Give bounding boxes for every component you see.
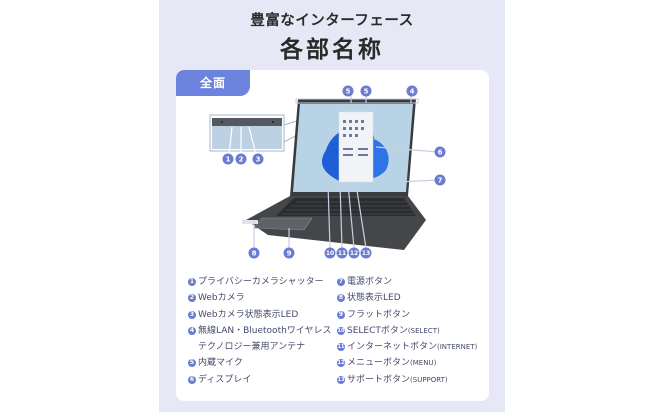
number-badge-icon: 12 [337,359,345,368]
legend-item-continuation: テクノロジー兼用アンテナ [198,342,306,353]
svg-text:5: 5 [346,88,351,96]
callout-5a: 5 [342,85,354,97]
svg-text:13: 13 [362,250,370,257]
number-badge-icon: 4 [188,326,196,335]
callout-5b: 5 [360,85,372,97]
svg-text:7: 7 [438,177,443,185]
callout-4: 4 [406,85,418,97]
number-badge-icon: 10 [337,326,345,335]
number-badge-icon: 8 [337,294,345,303]
callout-3: 3 [252,153,264,165]
number-badge-icon: 6 [188,375,196,384]
laptop-illustration: 1 2 3 5 5 4 6 7 8 9 10 11 12 13 [209,85,446,259]
callout-8: 8 [248,247,260,259]
number-badge-icon: 11 [337,343,345,352]
number-badge-icon: 2 [188,294,196,303]
page-subtitle: 豊富なインターフェース [250,13,414,29]
callout-7: 7 [434,174,446,186]
svg-text:9: 9 [287,250,292,258]
number-badge-icon: 9 [337,310,345,319]
svg-text:2: 2 [239,156,244,164]
number-badge-icon: 1 [188,278,196,286]
svg-text:11: 11 [338,250,346,257]
number-badge-icon: 5 [188,359,196,368]
svg-text:10: 10 [326,250,334,257]
svg-text:8: 8 [252,250,257,258]
number-badge-icon: 13 [337,375,345,384]
svg-text:4: 4 [410,88,415,96]
svg-text:5: 5 [364,88,369,96]
callout-1: 1 [222,153,234,165]
svg-text:1: 1 [226,156,231,164]
callout-6: 6 [434,146,446,158]
svg-text:12: 12 [350,250,358,257]
svg-text:3: 3 [256,156,261,164]
callout-9: 9 [283,247,295,259]
svg-text:6: 6 [438,149,443,157]
number-badge-icon: 3 [188,310,196,319]
tab-front-view: 全面 [176,70,250,96]
page-title: 各部名称 [280,37,384,63]
number-badge-icon: 7 [337,278,345,286]
callout-2: 2 [235,153,247,165]
